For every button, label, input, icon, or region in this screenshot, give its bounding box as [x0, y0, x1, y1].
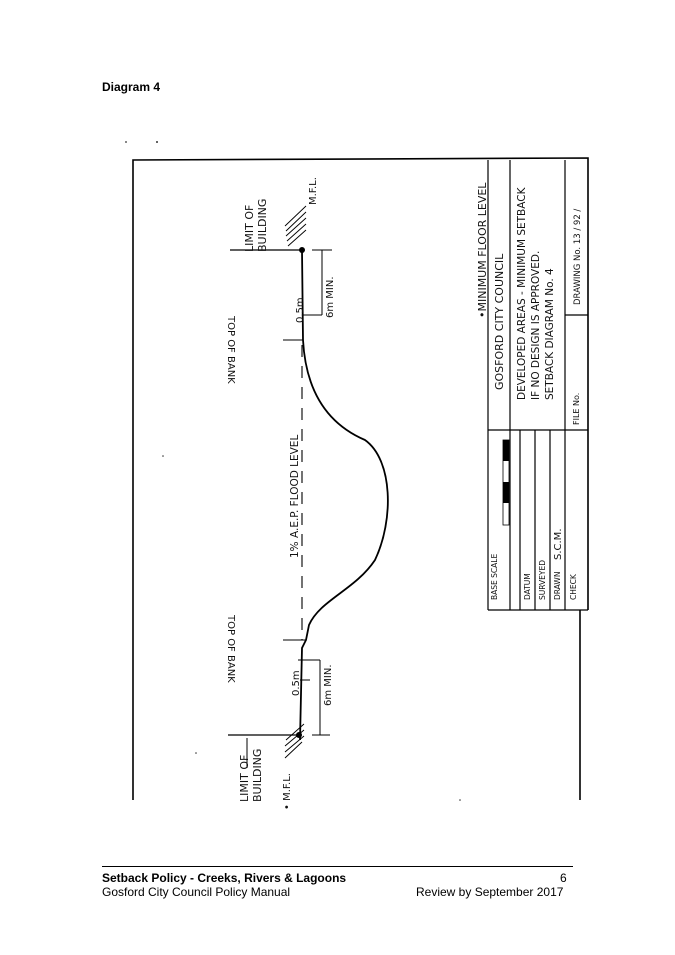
mfl-point-right: [299, 247, 305, 253]
description-line-3: SETBACK DIAGRAM No. 4: [544, 268, 556, 400]
description-line-2: IF NO DESIGN IS APPROVED.: [530, 251, 542, 400]
footer-title: Setback Policy - Creeks, Rivers & Lagoon…: [102, 871, 347, 885]
flood-level-label: 1% A.E.P. FLOOD LEVEL: [289, 435, 301, 558]
footer-manual: Gosford City Council Policy Manual: [102, 885, 291, 899]
footer-review: Review by September 2017: [416, 885, 564, 899]
right-min-label: 6m MIN.: [325, 276, 336, 318]
drawn-label: DRAWN: [553, 572, 562, 600]
right-top-of-bank-label: TOP OF BANK: [225, 315, 236, 384]
building-limit-lines: [228, 249, 302, 736]
left-mfl-label: • M.F.L.: [282, 773, 293, 810]
bank-profile-line: [299, 249, 389, 741]
description-line-1: DEVELOPED AREAS - MINIMUM SETBACK: [516, 186, 528, 400]
hatch-marks: [284, 205, 307, 759]
base-scale-bar: [502, 439, 510, 526]
drawing-frame: [132, 157, 589, 800]
left-top-of-bank-label: TOP OF BANK: [225, 614, 236, 683]
legend-min-floor-level: •MINIMUM FLOOR LEVEL: [476, 182, 489, 318]
footer-rule: [102, 866, 573, 867]
scan-specks: [125, 141, 461, 801]
right-offset-label: 0.5m: [295, 297, 306, 323]
left-limit-label-2: BUILDING: [251, 749, 264, 802]
right-limit-label-2: BUILDING: [256, 199, 269, 252]
title-block: [487, 160, 588, 611]
footer-page-number: 6: [560, 871, 567, 885]
diagram-heading: Diagram 4: [102, 80, 161, 94]
council-name: GOSFORD CITY COUNCIL: [493, 253, 506, 390]
top-of-bank-leaders: [283, 339, 306, 641]
right-limit-label-1: LIMIT OF: [243, 205, 256, 252]
surveyed-label: SURVEYED: [538, 560, 547, 600]
dimension-lines: [298, 249, 332, 736]
drawing-no-label: DRAWING No. 13 / 92 /: [573, 209, 583, 305]
left-offset-label: 0.5m: [291, 670, 302, 696]
left-limit-label-1: LIMIT OF: [238, 755, 251, 802]
right-mfl-label: M.F.L.: [308, 177, 319, 205]
left-min-label: 6m MIN.: [323, 664, 334, 706]
datum-label: DATUM: [523, 573, 532, 600]
check-label: CHECK: [569, 573, 578, 600]
drawn-by-value: S.C.M.: [553, 529, 564, 561]
file-no-label: FILE No.: [572, 393, 581, 425]
base-scale-label: BASE SCALE: [490, 554, 499, 600]
